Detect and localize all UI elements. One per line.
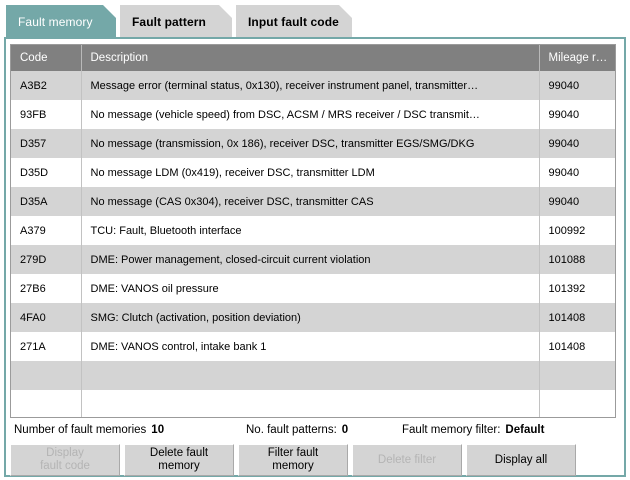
button-label-line1: Delete filter <box>377 453 437 466</box>
status-fault-filter-label: Fault memory filter: <box>402 424 501 436</box>
cell-mileage: 100992 <box>539 216 615 245</box>
cell-description: No message (vehicle speed) from DSC, ACS… <box>81 100 540 129</box>
column-header-code[interactable]: Code <box>11 45 82 71</box>
delete-filter-button[interactable]: Delete filter <box>352 444 462 476</box>
button-bar: Display fault code Delete fault memory F… <box>10 444 620 476</box>
cell-description: DME: Power management, closed-circuit cu… <box>81 245 540 274</box>
cell-code <box>11 390 82 417</box>
cell-code: 93FB <box>11 100 82 129</box>
cell-mileage: 99040 <box>539 187 615 216</box>
button-label-line2: memory <box>272 460 314 472</box>
cell-description <box>81 390 540 417</box>
delete-fault-memory-button[interactable]: Delete fault memory <box>124 444 234 476</box>
status-fault-patterns-label: No. fault patterns: <box>246 424 337 436</box>
cell-mileage <box>539 390 615 417</box>
display-all-button[interactable]: Display all <box>466 444 576 476</box>
button-label-line2: memory <box>158 460 200 472</box>
tab-strip: Fault memory Fault pattern Input fault c… <box>0 0 630 38</box>
cell-code: D357 <box>11 129 82 158</box>
cell-code: 27B6 <box>11 274 82 303</box>
tab-input-fault-code[interactable]: Input fault code <box>236 5 352 38</box>
table-row[interactable] <box>11 361 615 390</box>
cell-mileage: 101392 <box>539 274 615 303</box>
status-line: Number of fault memories 10 No. fault pat… <box>14 424 614 442</box>
cell-mileage: 101408 <box>539 303 615 332</box>
status-fault-patterns-value: 0 <box>341 424 349 436</box>
status-fault-memories-value: 10 <box>151 424 165 436</box>
cell-description: Message error (terminal status, 0x130), … <box>81 71 540 100</box>
cell-description: SMG: Clutch (activation, position deviat… <box>81 303 540 332</box>
cell-description: TCU: Fault, Bluetooth interface <box>81 216 540 245</box>
table-row[interactable] <box>11 390 615 417</box>
status-fault-filter: Fault memory filter: Default <box>402 424 544 436</box>
tab-fault-memory[interactable]: Fault memory <box>6 5 116 38</box>
cell-code <box>11 361 82 390</box>
button-label-line1: Filter fault <box>267 447 319 459</box>
cell-code: 279D <box>11 245 82 274</box>
cell-mileage: 99040 <box>539 129 615 158</box>
status-fault-memories-label: Number of fault memories <box>14 424 147 436</box>
cell-description: No message (transmission, 0x 186), recei… <box>81 129 540 158</box>
cell-mileage <box>539 361 615 390</box>
cell-description: No message (CAS 0x304), receiver DSC, tr… <box>81 187 540 216</box>
table-header-row: Code Description Mileage r… <box>11 45 615 71</box>
cell-mileage: 99040 <box>539 100 615 129</box>
cell-code: D35D <box>11 158 82 187</box>
button-label-line1: Display all <box>494 453 548 466</box>
cell-description: DME: VANOS oil pressure <box>81 274 540 303</box>
cell-mileage: 99040 <box>539 71 615 100</box>
tab-label: Fault memory <box>18 14 93 29</box>
cell-mileage: 101088 <box>539 245 615 274</box>
button-label-line1: Display <box>46 447 84 459</box>
cell-code: D35A <box>11 187 82 216</box>
cell-description <box>81 361 540 390</box>
cell-description: No message LDM (0x419), receiver DSC, tr… <box>81 158 540 187</box>
status-fault-filter-value: Default <box>505 424 545 436</box>
cell-mileage: 101408 <box>539 332 615 361</box>
cell-mileage: 99040 <box>539 158 615 187</box>
tab-label: Fault pattern <box>132 14 206 29</box>
table-header: Code Description Mileage r… <box>11 45 615 71</box>
cell-code: A3B2 <box>11 71 82 100</box>
display-fault-code-button[interactable]: Display fault code <box>10 444 120 476</box>
button-label-line1: Delete fault <box>149 447 209 459</box>
column-header-description[interactable]: Description <box>81 45 540 71</box>
cell-code: A379 <box>11 216 82 245</box>
status-fault-patterns: No. fault patterns: 0 <box>246 424 348 436</box>
button-label-line2: fault code <box>40 460 90 472</box>
cell-code: 4FA0 <box>11 303 82 332</box>
status-fault-memories: Number of fault memories 10 <box>14 424 164 436</box>
column-header-mileage[interactable]: Mileage r… <box>539 45 615 71</box>
tab-fault-pattern[interactable]: Fault pattern <box>120 5 232 38</box>
filter-fault-memory-button[interactable]: Filter fault memory <box>238 444 348 476</box>
cell-description: DME: VANOS control, intake bank 1 <box>81 332 540 361</box>
cell-code: 271A <box>11 332 82 361</box>
tab-label: Input fault code <box>248 14 339 29</box>
